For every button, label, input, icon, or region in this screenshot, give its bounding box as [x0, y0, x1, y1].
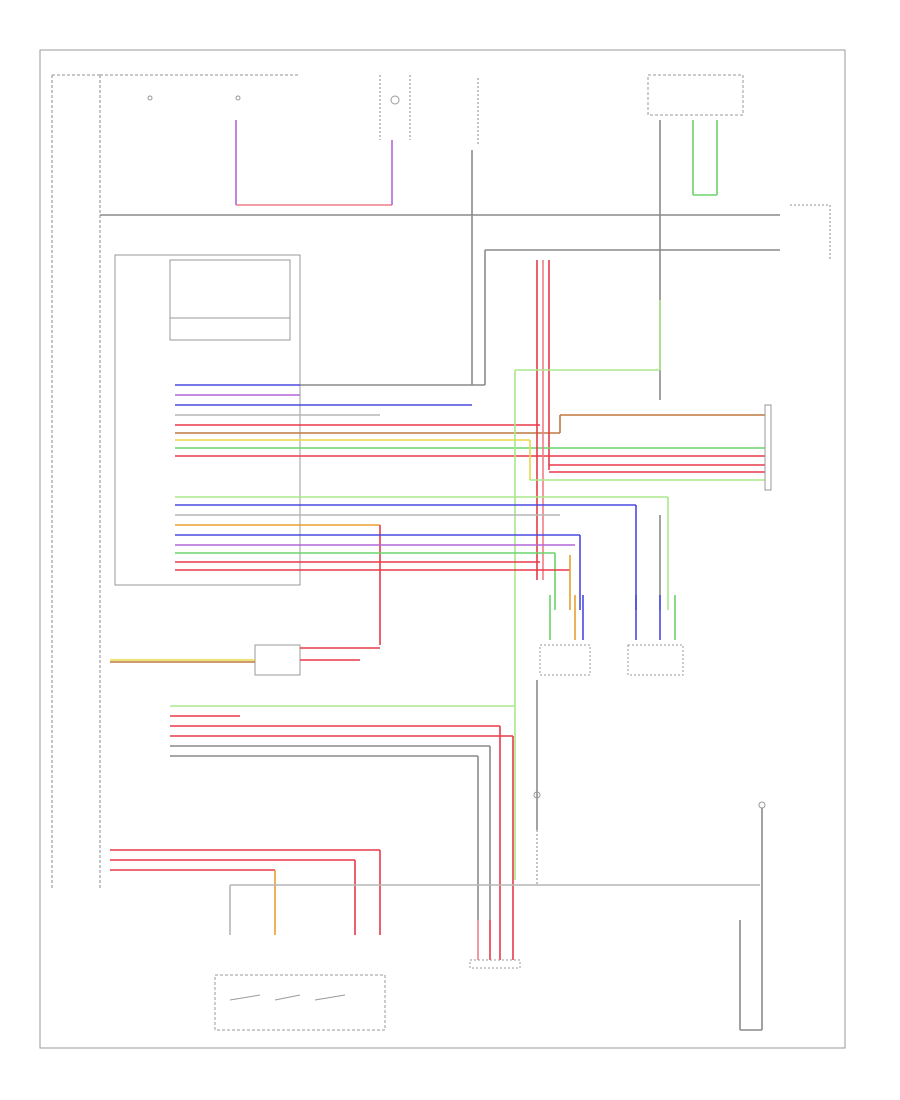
- diagram-frame: [39, 49, 846, 1049]
- top-fuse-wires: [235, 120, 473, 385]
- horizontal-bus-wires: [100, 204, 831, 385]
- headlight-switch: [214, 974, 386, 1031]
- relay-center: [110, 644, 380, 676]
- left-power-bus: [51, 74, 300, 890]
- main-control-module: [114, 254, 485, 586]
- right-sensor-wires: [529, 404, 772, 491]
- module-upper-wires: [175, 384, 560, 457]
- top-right-relay: [647, 74, 744, 400]
- lower-left-wires: [170, 705, 515, 920]
- vertical-red-bundle: [514, 260, 661, 880]
- module-lower-wires: [175, 496, 669, 645]
- top-left-fuses: [147, 75, 479, 145]
- headlight-switch-wires: [110, 849, 760, 935]
- right-ground: [739, 801, 766, 1031]
- auto-module-connector: [469, 920, 521, 969]
- sensor-connectors: [539, 595, 684, 676]
- center-ground: [533, 680, 541, 885]
